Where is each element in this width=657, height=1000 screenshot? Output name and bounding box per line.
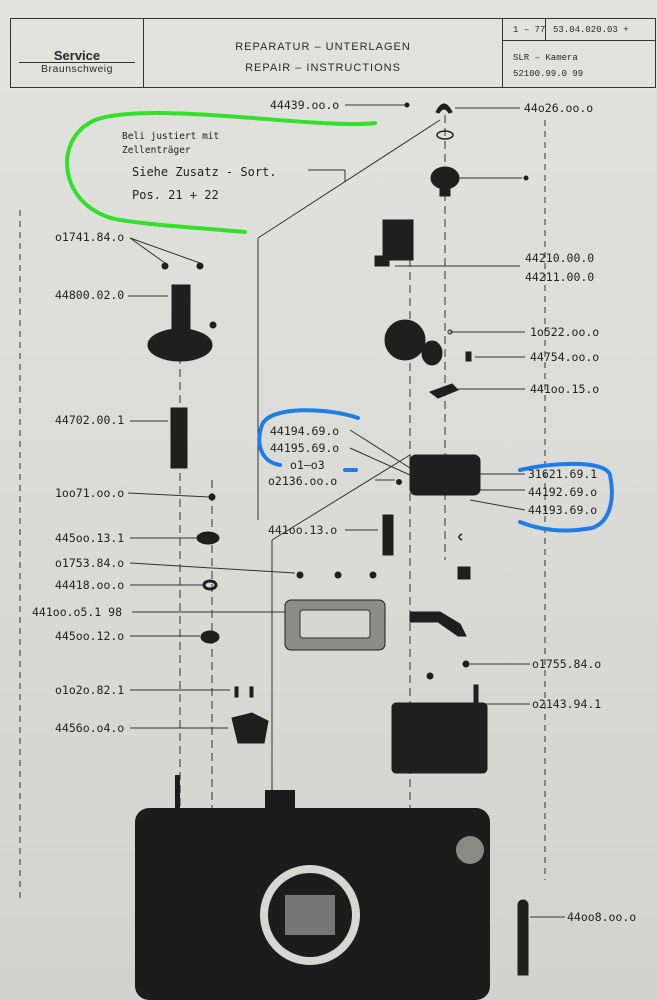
part-label-center: 44195.69.o: [270, 441, 340, 455]
blue-highlight-mark-left: [257, 408, 360, 467]
document-header: Service Braunschweig REPARATUR – UNTERLA…: [10, 18, 656, 88]
part-label-left: o1o2o.82.1: [55, 683, 125, 697]
blue-highlight-mark-right: [518, 461, 614, 533]
part-label-left: 4456o.o4.o: [55, 721, 125, 735]
service-cell: Service Braunschweig: [11, 19, 144, 87]
part-label-center: 441oo.13.o: [268, 523, 338, 537]
ref-divider: [503, 40, 655, 41]
note-line-1: Beli justiert mit: [122, 131, 220, 142]
part-label-left: o1753.84.o: [55, 556, 125, 570]
document-number: 53.04.020.03 +: [553, 25, 629, 35]
part-label-right: o2143.94.1: [532, 697, 602, 711]
part-label-right: 44193.69.o: [528, 503, 598, 517]
note-line-4: Pos. 21 + 22: [132, 188, 219, 202]
product-name: SLR – Kamera: [513, 53, 578, 63]
ref-divider-v: [545, 19, 546, 40]
part-label-left: o1741.84.o: [55, 230, 125, 244]
part-label-right: 44oo8.oo.o: [567, 910, 637, 924]
part-label-left: 44702.00.1: [55, 413, 125, 427]
part-label-right: o1755.84.o: [532, 657, 602, 671]
location-label: Braunschweig: [41, 63, 113, 75]
part-label-right: 44210.00.0: [525, 251, 595, 265]
product-number: 52100.99.0 99: [513, 69, 584, 79]
leader: [129, 562, 296, 574]
leader: [349, 429, 411, 469]
title-english: REPAIR – INSTRUCTIONS: [245, 62, 401, 74]
part-label-center: o2136.oo.o: [268, 474, 338, 488]
part-label-left: 441oo.o5.1 98: [32, 605, 123, 619]
part-label-left: 44418.oo.o: [55, 578, 125, 592]
leader: [129, 237, 166, 264]
green-highlight-mark: [65, 111, 377, 234]
issue-date: 1 – 77: [513, 25, 546, 35]
camera-body-group: [135, 775, 490, 1000]
part-label-left: 44800.02.0: [55, 288, 125, 302]
part-label-right: 44192.69.o: [528, 485, 598, 499]
leader: [349, 447, 411, 476]
part-label-left: 1oo71.oo.o: [55, 486, 125, 500]
part-label-left: 445oo.12.o: [55, 629, 125, 643]
part-label-right: 44754.oo.o: [530, 350, 600, 364]
part-label-right: 44o26.oo.o: [524, 101, 594, 115]
part-label-center: 44439.oo.o: [270, 98, 340, 112]
title-german: REPARATUR – UNTERLAGEN: [235, 41, 411, 53]
part-label-right: 441oo.15.o: [530, 382, 600, 396]
part-label-left: 445oo.13.1: [55, 531, 125, 545]
part-label-right: 44211.00.0: [525, 270, 595, 284]
part-label-center: o1–o3: [290, 458, 325, 472]
part-label-right: 31621.69.1: [528, 467, 598, 481]
leader: [129, 237, 201, 264]
title-cell: REPARATUR – UNTERLAGEN REPAIR – INSTRUCT…: [144, 19, 503, 87]
service-label: Service: [53, 48, 101, 63]
note-line-2: Zellenträger: [122, 145, 191, 156]
part-label-center: 44194.69.o: [270, 424, 340, 438]
note-line-3: Siehe Zusatz - Sort.: [132, 165, 277, 179]
guide-2: [257, 119, 441, 239]
leader: [127, 492, 211, 498]
part-label-right: 1o522.oo.o: [530, 325, 600, 339]
service-divider: [19, 62, 135, 63]
leader: [469, 499, 526, 511]
guide-4: [271, 454, 411, 541]
reference-cell: 1 – 77 53.04.020.03 + SLR – Kamera 52100…: [503, 19, 655, 87]
